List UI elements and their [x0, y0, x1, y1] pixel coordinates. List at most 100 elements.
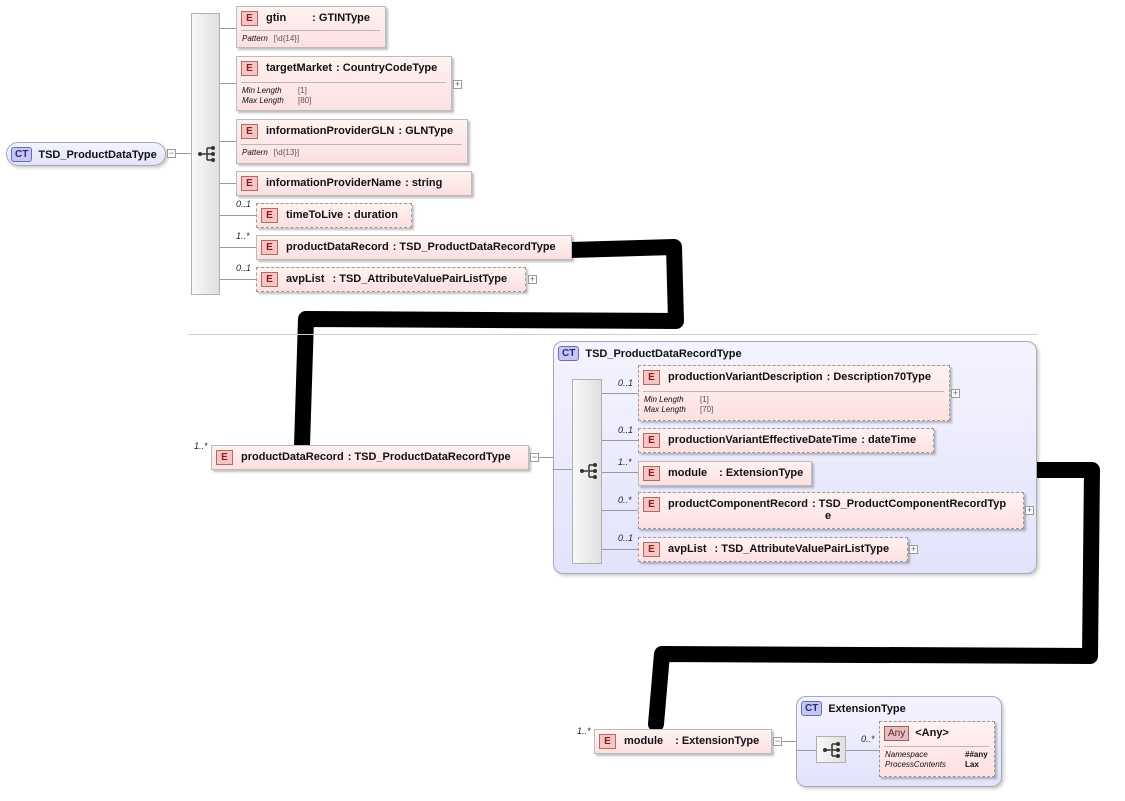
element-name: gtin: [266, 12, 287, 24]
cardinality: 1..*: [618, 457, 632, 467]
element-type: : GLNType: [398, 125, 454, 137]
element-type-wrap: e: [825, 510, 832, 522]
element-type: : GTINType: [312, 12, 371, 24]
ct-type-name: TSD_ProductDataRecordType: [585, 347, 742, 360]
any-wildcard[interactable]: Any <Any> Namespace##any ProcessContents…: [879, 721, 995, 777]
cardinality: 1..*: [194, 441, 208, 451]
facet-row: Min Length[1]: [242, 86, 307, 95]
element-name: avpList: [668, 543, 707, 555]
root-collapse-button[interactable]: −: [167, 148, 176, 158]
element-module[interactable]: E module : ExtensionType: [638, 461, 812, 486]
element-type: : TSD_ProductDataRecordType: [392, 241, 556, 253]
element-productDataRecord[interactable]: E productDataRecord : TSD_ProductDataRec…: [256, 235, 572, 260]
ct-badge: CT: [801, 701, 823, 716]
element-badge: E: [241, 60, 258, 76]
element-type: : TSD_AttributeValuePairListType: [332, 273, 508, 285]
element-type: : ExtensionType: [719, 467, 804, 479]
sequence-icon: [823, 742, 840, 758]
root-sequence-bar: [191, 13, 220, 295]
element-badge: E: [643, 465, 660, 481]
element-name: targetMarket: [266, 62, 333, 74]
element-badge: E: [216, 449, 233, 465]
element-informationProviderGLN[interactable]: E informationProviderGLN : GLNType Patte…: [236, 119, 468, 164]
expand-button[interactable]: +: [1025, 505, 1034, 515]
expand-button[interactable]: +: [909, 544, 918, 554]
facet-row: Max Length[70]: [644, 405, 714, 414]
element-badge: E: [643, 369, 660, 385]
facet-row: Pattern[\d{13}]: [242, 148, 300, 157]
element-type: : dateTime: [861, 434, 917, 446]
element-avpList-record[interactable]: E avpList : TSD_AttributeValuePairListTy…: [638, 537, 908, 562]
element-type: : duration: [347, 209, 398, 221]
element-badge: E: [241, 123, 258, 139]
ct-type-name: ExtensionType: [828, 702, 906, 715]
collapse-button[interactable]: −: [530, 452, 539, 462]
ct-badge: CT: [558, 346, 580, 361]
element-name: timeToLive: [286, 209, 344, 221]
element-badge: E: [241, 10, 258, 26]
cardinality: 0..1: [236, 199, 252, 209]
cardinality: 0..1: [618, 533, 634, 543]
facet-row: Min Length[1]: [644, 395, 709, 404]
element-type: : string: [405, 177, 443, 189]
element-timeToLive[interactable]: E timeToLive : duration: [256, 203, 412, 228]
root-complex-type[interactable]: CT TSD_ProductDataType: [6, 142, 166, 166]
element-name: module: [668, 467, 708, 479]
element-name: informationProviderName: [266, 177, 402, 189]
element-badge: E: [261, 239, 278, 255]
cardinality: 0..1: [618, 425, 634, 435]
element-name: avpList: [286, 273, 325, 285]
element-name: informationProviderGLN: [266, 125, 395, 137]
element-targetMarket[interactable]: E targetMarket : CountryCodeType Min Len…: [236, 56, 452, 111]
sequence-icon: [580, 463, 597, 479]
element-badge: E: [643, 541, 660, 557]
element-type: : TSD_AttributeValuePairListType: [714, 543, 890, 555]
any-label: <Any>: [915, 727, 949, 739]
facet-row: Pattern[\d{14}]: [242, 34, 300, 43]
element-badge: E: [643, 432, 660, 448]
element-productDataRecord-expanded[interactable]: E productDataRecord : TSD_ProductDataRec…: [211, 445, 529, 470]
ct-badge: CT: [11, 147, 33, 162]
collapse-button[interactable]: −: [773, 736, 782, 746]
element-name: productionVariantEffectiveDateTime: [668, 434, 858, 446]
cardinality: 0..1: [618, 378, 634, 388]
element-informationProviderName[interactable]: E informationProviderName : string: [236, 171, 472, 196]
element-avpList[interactable]: E avpList : TSD_AttributeValuePairListTy…: [256, 267, 526, 292]
element-productionVariantDescription[interactable]: E productionVariantDescription : Descrip…: [638, 365, 950, 421]
cardinality: 1..*: [577, 726, 591, 736]
cardinality: 0..*: [861, 734, 875, 744]
element-type: : ExtensionType: [675, 735, 760, 747]
expand-button[interactable]: +: [951, 388, 960, 398]
element-type: : Description70Type: [826, 371, 931, 383]
element-badge: E: [599, 733, 616, 749]
record-sequence-bar: [572, 379, 602, 564]
element-name: module: [624, 735, 664, 747]
facet-row: Max Length[80]: [242, 96, 312, 105]
expand-button[interactable]: +: [453, 79, 462, 89]
element-name: productDataRecord: [241, 451, 344, 463]
element-type: : CountryCodeType: [336, 62, 438, 74]
section-divider: [188, 334, 1038, 335]
any-badge: Any: [884, 725, 910, 741]
element-badge: E: [643, 496, 660, 512]
element-name: productComponentRecord: [668, 498, 808, 510]
root-type-name: TSD_ProductDataType: [38, 148, 157, 161]
cardinality: 0..1: [236, 263, 252, 273]
sequence-icon: [198, 146, 215, 162]
element-badge: E: [261, 271, 278, 287]
element-productComponentRecord[interactable]: E productComponentRecord : TSD_ProductCo…: [638, 492, 1024, 529]
element-gtin[interactable]: E gtin : GTINType Pattern[\d{14}]: [236, 6, 386, 48]
connector-record-link: [294, 239, 684, 454]
cardinality: 0..*: [618, 495, 632, 505]
element-type: : TSD_ProductComponentRecordTyp: [811, 498, 1007, 510]
any-prop-row: Namespace##any: [885, 750, 988, 759]
cardinality: 1..*: [236, 231, 250, 241]
element-type: : TSD_ProductDataRecordType: [347, 451, 511, 463]
element-name: productDataRecord: [286, 241, 389, 253]
element-name: productionVariantDescription: [668, 371, 823, 383]
element-badge: E: [261, 207, 278, 223]
element-module-expanded[interactable]: E module : ExtensionType: [594, 729, 772, 754]
element-productionVariantEffectiveDateTime[interactable]: E productionVariantEffectiveDateTime : d…: [638, 428, 934, 453]
expand-button[interactable]: +: [528, 274, 537, 284]
